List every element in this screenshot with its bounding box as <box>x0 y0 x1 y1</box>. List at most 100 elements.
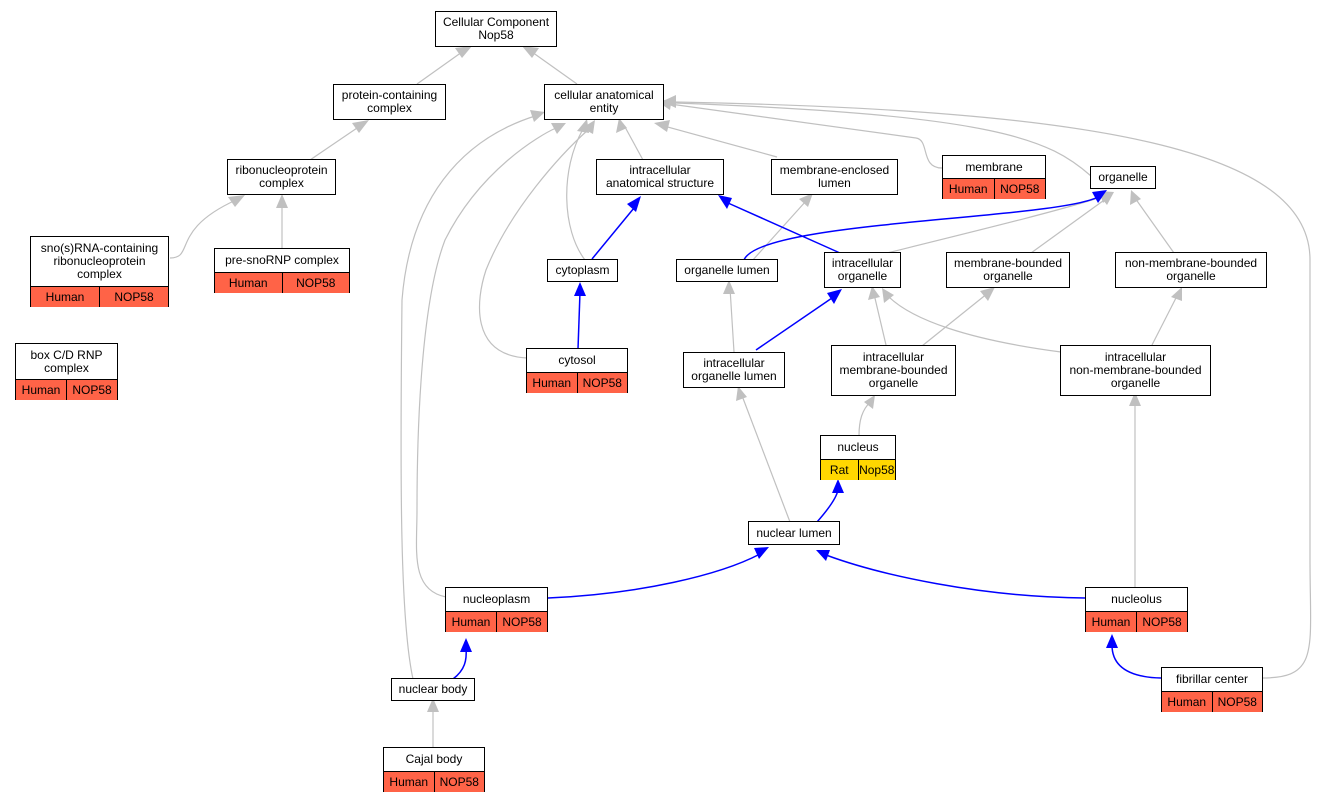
node-snorna-containing-rnp-complex[interactable]: sno(s)RNA-containing ribonucleoprotein c… <box>30 236 169 307</box>
edge-np-cae <box>415 127 557 598</box>
gene-cell: NOP58 <box>99 287 168 307</box>
node-label: protein-containing complex <box>341 88 438 115</box>
arrow-iol-ol <box>723 280 735 294</box>
species-cell: Human <box>1162 692 1212 712</box>
arrow-ias-cae <box>616 118 627 133</box>
gene-cell: NOP58 <box>66 380 117 400</box>
edge-cae-root <box>531 51 578 85</box>
edge-cytoplasm-cae <box>566 128 586 261</box>
gene-cell: NOP58 <box>1136 612 1187 632</box>
arrow-nl-nucleus <box>832 479 844 493</box>
node-intracellular-non-membrane-bounded-organelle[interactable]: intracellular non-membrane-bounded organ… <box>1060 345 1211 396</box>
arrow-cytoplasm-ias <box>627 196 641 212</box>
edge-cytoplasm-ias <box>591 207 635 260</box>
edge-inmbo-io <box>885 293 1062 353</box>
node-label: membrane <box>965 159 1023 174</box>
arrow-inmbo-nmbo <box>1171 287 1182 301</box>
node-intracellular-organelle-lumen[interactable]: intracellular organelle lumen <box>683 352 785 388</box>
arrow-nb-cae <box>530 110 545 122</box>
node-intracellular-organelle[interactable]: intracellular organelle <box>824 252 901 288</box>
gene-cell: NOP58 <box>576 373 627 393</box>
node-cellular-anatomical-entity[interactable]: cellular anatomical entity <box>544 84 664 120</box>
arrow-cytosol-cae <box>582 120 595 134</box>
arrow-imbo-io <box>868 286 880 300</box>
node-label: box C/D RNP complex <box>30 347 103 375</box>
node-intracellular-anatomical-structure[interactable]: intracellular anatomical structure <box>596 159 724 195</box>
edge-fc-nucleolus <box>1111 644 1162 679</box>
gene-cell: NOP58 <box>433 772 484 792</box>
node-cellular-component[interactable]: Cellular Component Nop58 <box>435 11 557 47</box>
node-ribonucleoprotein-complex[interactable]: ribonucleoprotein complex <box>227 159 336 195</box>
node-cytoplasm[interactable]: cytoplasm <box>547 259 618 282</box>
arrow-iol-io <box>827 289 842 304</box>
edge-mbo-organelle <box>1030 197 1108 254</box>
node-label: nuclear lumen <box>756 525 832 540</box>
node-label: nuclear body <box>398 682 468 696</box>
node-organelle[interactable]: organelle <box>1090 166 1156 189</box>
node-intracellular-membrane-bounded-organelle[interactable]: intracellular membrane-bounded organelle <box>831 345 956 396</box>
node-protein-containing-complex[interactable]: protein-containing complex <box>333 84 446 120</box>
node-label: intracellular non-membrane-bounded organ… <box>1069 350 1202 390</box>
node-nuclear-body[interactable]: nuclear body <box>391 678 475 701</box>
node-label: membrane-enclosed lumen <box>779 163 890 190</box>
node-label: nucleoplasm <box>462 592 531 606</box>
node-label: cytoplasm <box>555 263 610 277</box>
species-cell: Human <box>31 287 99 307</box>
node-label: membrane-bounded organelle <box>953 256 1063 283</box>
gene-cell: Nop58 <box>857 460 895 480</box>
node-organelle-lumen[interactable]: organelle lumen <box>676 259 778 282</box>
node-label: Cellular Component Nop58 <box>442 15 550 42</box>
arrow-snornp-rnp <box>228 195 245 207</box>
edge-nucleolus-nl <box>825 554 1086 599</box>
species-cell: Human <box>527 373 577 393</box>
arrow-nucleus-imbo <box>864 395 875 409</box>
species-cell: Human <box>943 179 994 199</box>
arrow-ol-mel <box>799 193 813 207</box>
node-membrane-bounded-organelle[interactable]: membrane-bounded organelle <box>946 252 1070 288</box>
edge-nl-nucleus <box>816 489 839 523</box>
edge-nucleus-imbo <box>858 400 872 437</box>
arrow-fc-cae <box>663 95 676 107</box>
edge-iol-ol <box>729 287 735 353</box>
node-label: organelle <box>1098 170 1148 184</box>
arrow-cajal-nb <box>427 698 439 712</box>
edge-imbo-io <box>873 293 887 346</box>
node-label: non-membrane-bounded organelle <box>1124 256 1258 283</box>
edge-nb-cae <box>400 115 536 680</box>
arrow-io-ias <box>718 195 732 209</box>
node-label: Cajal body <box>405 752 463 766</box>
arrow-fc-nucleolus <box>1106 634 1118 648</box>
arrow-np-nl <box>754 547 769 559</box>
species-cell: Human <box>215 273 282 293</box>
edge-nl-iol <box>740 392 791 523</box>
edge-ias-cae <box>624 126 644 161</box>
arrow-nucleolus-inmbo <box>1129 392 1141 406</box>
gene-cell: NOP58 <box>1211 692 1262 712</box>
edge-snornp-rnp <box>169 199 237 259</box>
gene-cell: NOP58 <box>281 273 349 293</box>
edge-ol-mel <box>751 200 807 262</box>
node-label: nucleus <box>837 440 879 454</box>
edge-nmbo-organelle <box>1134 197 1175 254</box>
arrow-cytosol-cytoplasm <box>574 282 586 296</box>
node-label: fibrillar center <box>1175 672 1249 686</box>
edge-organelle-cae <box>674 102 1092 177</box>
arrow-inmbo-io <box>882 288 894 303</box>
node-membrane-enclosed-lumen[interactable]: membrane-enclosed lumen <box>771 159 898 195</box>
edge-cytosol-cae <box>478 128 590 359</box>
node-nuclear-lumen[interactable]: nuclear lumen <box>748 521 840 545</box>
arrow-ol-organelle <box>1092 190 1107 203</box>
node-non-membrane-bounded-organelle[interactable]: non-membrane-bounded organelle <box>1115 252 1267 288</box>
node-label: intracellular organelle <box>831 256 894 283</box>
arrow-imbo-mbo <box>980 287 995 301</box>
